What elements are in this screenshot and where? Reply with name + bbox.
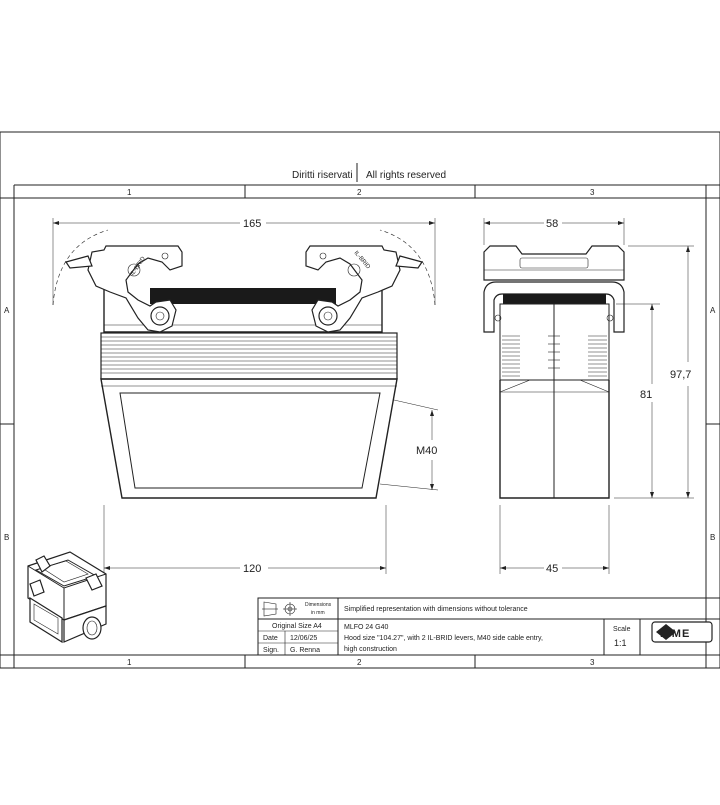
isometric-thumbnail [27,551,107,644]
column-label-1-top: 1 [127,188,132,197]
projection-symbol-icon [262,601,297,617]
row-label-b-right: B [710,533,715,542]
column-label-1-bottom: 1 [127,658,132,667]
column-label-2-bottom: 2 [357,658,362,667]
dims-label-1: Dimensions [305,602,332,608]
row-label-a-left: A [4,306,10,315]
scale-label: Scale [613,626,631,633]
side-view: 58 45 97,7 81 [483,218,694,575]
product-code: MLFO 24 G40 [344,624,388,631]
tolerance-note: Simplified representation with dimension… [344,606,528,613]
column-label-3-bottom: 3 [590,658,595,667]
rights-reserved-en: All rights reserved [366,170,446,181]
original-size: Original Size A4 [272,623,322,630]
column-label-3-top: 3 [590,188,595,197]
drawing-frame [0,131,720,669]
dim-front-width: 165 [243,218,261,230]
date-value: 12/06/25 [290,635,317,642]
dim-body-width: 120 [243,563,261,575]
title-block: Dimensions in mm Simplified representati… [257,597,720,656]
dim-side-width-bottom: 45 [546,563,558,575]
product-description-2: high construction [344,646,397,653]
ilme-logo: ILME [651,621,713,643]
dim-height-body: 81 [640,389,652,401]
rights-reserved-it: Diritti riservati [292,170,353,181]
dim-side-width-top: 58 [546,218,558,230]
front-view: IL-BRID IL-BRID 165 120 M40 [52,218,439,575]
product-description-1: Hood size "104.27", with 2 IL-BRID lever… [344,635,543,642]
column-label-2-top: 2 [357,188,362,197]
logo-text: ILME [660,628,690,640]
sign-value: G. Renna [290,647,320,654]
date-label: Date [263,635,278,642]
dim-cable-entry: M40 [416,445,437,457]
scale-value: 1:1 [614,638,627,648]
row-label-b-left: B [4,533,9,542]
row-label-a-right: A [710,306,716,315]
sign-label: Sign. [263,647,279,654]
dims-label-2: in mm [311,610,325,616]
dim-height-total: 97,7 [670,369,691,381]
